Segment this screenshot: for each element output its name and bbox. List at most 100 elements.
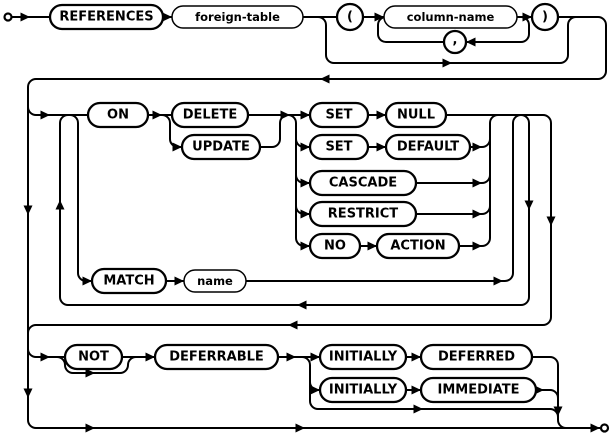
arrow xyxy=(411,352,421,362)
arrow xyxy=(297,300,307,310)
set-b-bubble xyxy=(308,133,370,161)
bubble-no: NO xyxy=(308,232,362,260)
rail-section2-exit xyxy=(27,114,552,334)
open-paren-bubble xyxy=(335,2,365,32)
arrow xyxy=(300,209,310,219)
action-bubble xyxy=(375,232,461,260)
arrow xyxy=(300,241,310,251)
arrow xyxy=(40,110,50,120)
bubble-match: MATCH xyxy=(90,267,168,295)
deferred-bubble xyxy=(419,343,534,371)
arrow xyxy=(145,352,155,362)
null-label: NULL xyxy=(397,108,435,123)
bubble-on: ON xyxy=(86,101,150,129)
update-bubble xyxy=(180,133,262,161)
bubble-open-paren: ( xyxy=(335,2,365,32)
comma-label: , xyxy=(453,33,458,48)
arrow xyxy=(472,142,482,152)
column-name-bubble xyxy=(383,5,518,29)
arrow xyxy=(472,209,482,219)
bubble-null: NULL xyxy=(384,101,448,129)
match-bubble xyxy=(90,267,168,295)
bubble-delete: DELETE xyxy=(170,101,250,129)
arrow xyxy=(310,385,320,395)
bubble-not: NOT xyxy=(63,343,124,371)
arrow xyxy=(493,276,503,286)
rail-match-rise-loopback xyxy=(68,113,530,306)
bubble-default: DEFAULT xyxy=(384,133,472,161)
arrow xyxy=(20,12,30,22)
arrow xyxy=(413,404,423,414)
not-bubble xyxy=(63,343,124,371)
open-paren-label: ( xyxy=(347,10,353,25)
arrow xyxy=(172,142,182,152)
arrow xyxy=(367,241,377,251)
on-bubble xyxy=(86,101,150,129)
bubble-initially-b: INITIALLY xyxy=(318,376,408,404)
null-bubble xyxy=(384,101,448,129)
restrict-label: RESTRICT xyxy=(328,207,399,222)
default-label: DEFAULT xyxy=(397,140,459,155)
default-bubble xyxy=(384,133,472,161)
cascade-bubble xyxy=(308,169,418,197)
rail-loop-return xyxy=(59,114,69,306)
arrow xyxy=(524,200,534,210)
rail-on-match-entry xyxy=(27,106,88,116)
set-a-bubble xyxy=(308,101,370,129)
bubble-comma: , xyxy=(442,29,468,55)
bubble-deferred: DEFERRED xyxy=(419,343,534,371)
bubble-set-b: SET xyxy=(308,133,370,161)
update-label: UPDATE xyxy=(192,140,250,155)
bubble-close-paren: ) xyxy=(530,2,560,32)
bubble-cascade: CASCADE xyxy=(308,169,418,197)
set-b-label: SET xyxy=(325,140,352,155)
arrow xyxy=(85,423,95,433)
on-label: ON xyxy=(107,108,129,123)
not-label: NOT xyxy=(78,350,109,365)
bubble-references: REFERENCES xyxy=(48,3,165,31)
arrow xyxy=(280,110,290,120)
arrow xyxy=(152,110,162,120)
rail-not-bypass xyxy=(56,356,137,374)
arrow xyxy=(295,423,305,433)
arrow xyxy=(174,276,184,286)
arrow xyxy=(546,216,556,226)
name-label: name xyxy=(197,274,233,288)
bubble-name: name xyxy=(183,269,247,293)
arrow xyxy=(472,241,482,251)
bubble-restrict: RESTRICT xyxy=(308,200,418,228)
bubble-immediate: IMMEDIATE xyxy=(419,376,538,404)
arrow xyxy=(300,110,310,120)
arrow xyxy=(590,423,600,433)
immediate-bubble xyxy=(419,376,538,404)
match-label: MATCH xyxy=(103,274,154,289)
comma-bubble xyxy=(442,29,468,55)
column-name-label: column-name xyxy=(407,10,495,24)
arrow xyxy=(411,385,421,395)
restrict-bubble xyxy=(308,200,418,228)
bubble-deferrable: DEFERRABLE xyxy=(153,343,280,371)
close-paren-label: ) xyxy=(542,10,548,25)
no-bubble xyxy=(308,232,362,260)
bubble-column-name: column-name xyxy=(383,5,518,29)
arrow xyxy=(472,178,482,188)
delete-label: DELETE xyxy=(183,108,238,123)
arrow xyxy=(82,276,92,286)
rail-match-branch xyxy=(69,114,184,282)
arrow xyxy=(442,58,452,68)
rail-action-merge xyxy=(416,114,499,247)
arrow xyxy=(320,74,330,84)
arrow xyxy=(288,320,298,330)
arrow xyxy=(466,37,476,47)
initially-b-bubble xyxy=(318,376,408,404)
deferred-label: DEFERRED xyxy=(438,350,515,365)
no-label: NO xyxy=(324,239,346,254)
immediate-label: IMMEDIATE xyxy=(437,383,519,398)
close-paren-bubble xyxy=(530,2,560,32)
action-label: ACTION xyxy=(390,239,445,254)
deferrable-bubble xyxy=(153,343,280,371)
bubble-foreign-table: foreign-table xyxy=(171,5,304,29)
arrow xyxy=(300,178,310,188)
bubble-action: ACTION xyxy=(375,232,461,260)
